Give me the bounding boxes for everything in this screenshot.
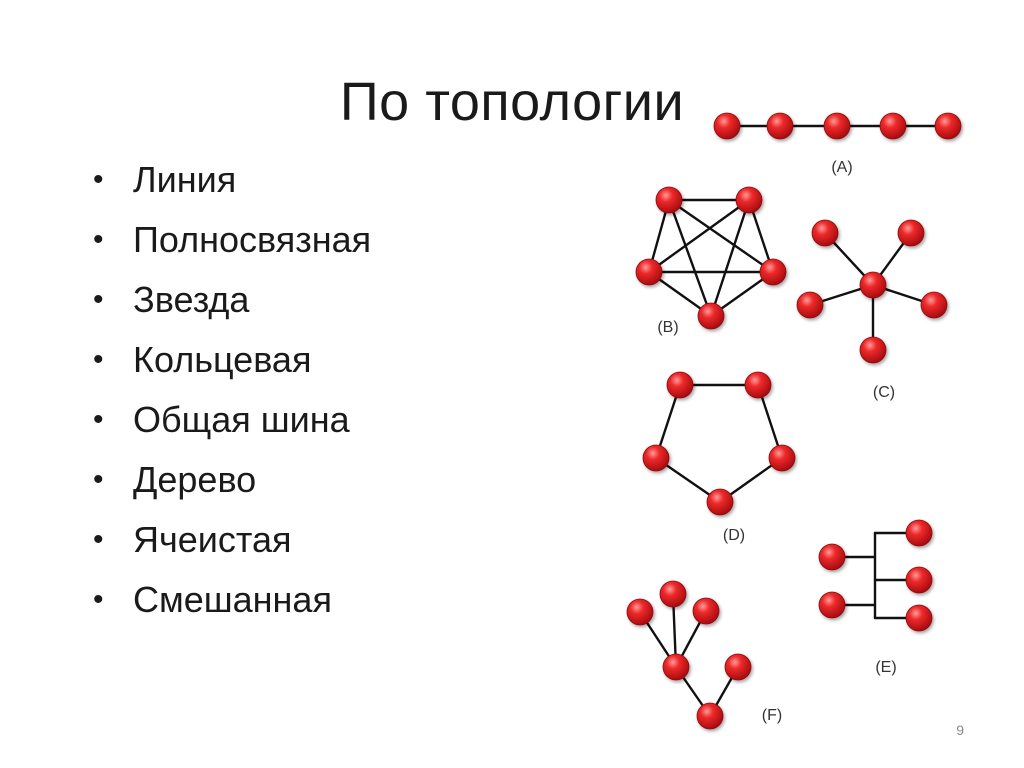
topology-diagram: (A) (B) (C) (D) (E) (F) bbox=[610, 100, 980, 745]
list-item-label: Кольцевая bbox=[133, 339, 312, 380]
ring-node bbox=[642, 444, 670, 472]
list-item-label: Ячеистая bbox=[133, 519, 292, 560]
full-mesh-link bbox=[667, 198, 775, 274]
list-item-label: Общая шина bbox=[133, 399, 350, 440]
bullet-icon: • bbox=[93, 283, 104, 316]
ring-node bbox=[706, 488, 734, 516]
bullet-icon: • bbox=[93, 343, 104, 376]
label-bus-topology: (E) bbox=[875, 659, 896, 676]
line-node bbox=[766, 112, 794, 140]
bullet-icon: • bbox=[93, 223, 104, 256]
list-item: • Полносвязная bbox=[93, 210, 371, 270]
star-node bbox=[897, 219, 925, 247]
tree-node bbox=[626, 598, 654, 626]
list-item: • Звезда bbox=[93, 270, 371, 330]
ring-node bbox=[768, 444, 796, 472]
tree-node bbox=[692, 597, 720, 625]
list-item-label: Звезда bbox=[133, 279, 250, 320]
bus-node bbox=[905, 519, 933, 547]
list-item-label: Смешанная bbox=[133, 579, 332, 620]
label-star-topology: (C) bbox=[873, 384, 895, 401]
list-item: • Линия bbox=[93, 150, 371, 210]
topology-nodes bbox=[626, 112, 962, 730]
bus-node bbox=[818, 591, 846, 619]
star-node bbox=[859, 336, 887, 364]
label-full-mesh-topology: (B) bbox=[657, 319, 678, 336]
full-mesh-node bbox=[697, 302, 725, 330]
tree-node bbox=[662, 653, 690, 681]
bus-node bbox=[905, 566, 933, 594]
bus-node bbox=[905, 604, 933, 632]
list-item-label: Полносвязная bbox=[133, 219, 372, 260]
list-item: • Смешанная bbox=[93, 570, 371, 630]
full-mesh-link bbox=[667, 198, 713, 318]
bus-node bbox=[818, 543, 846, 571]
label-line-topology: (A) bbox=[831, 159, 852, 176]
line-node bbox=[713, 112, 741, 140]
label-tree-topology: (F) bbox=[762, 707, 782, 724]
list-item: • Кольцевая bbox=[93, 330, 371, 390]
full-mesh-node bbox=[635, 258, 663, 286]
list-item: • Дерево bbox=[93, 450, 371, 510]
slide-title: По топологии bbox=[339, 72, 685, 133]
tree-node bbox=[659, 580, 687, 608]
topology-links bbox=[638, 124, 950, 718]
full-mesh-node bbox=[759, 258, 787, 286]
line-node bbox=[934, 112, 962, 140]
bullet-icon: • bbox=[93, 403, 104, 436]
bullet-icon: • bbox=[93, 583, 104, 616]
ring-node bbox=[744, 371, 772, 399]
bullet-icon: • bbox=[93, 163, 104, 196]
bullet-icon: • bbox=[93, 463, 104, 496]
full-mesh-node bbox=[655, 186, 683, 214]
tree-node bbox=[724, 653, 752, 681]
star-node bbox=[811, 219, 839, 247]
full-mesh-link bbox=[709, 198, 751, 318]
topology-list: •Линия •Полносвязная •Звезда •Кольцевая … bbox=[93, 150, 371, 630]
full-mesh-node bbox=[735, 186, 763, 214]
page-number: 9 bbox=[956, 722, 964, 738]
ring-node bbox=[666, 371, 694, 399]
label-ring-topology: (D) bbox=[723, 527, 745, 544]
line-node bbox=[823, 112, 851, 140]
list-item: • Ячеистая bbox=[93, 510, 371, 570]
star-node bbox=[859, 271, 887, 299]
list-item-label: Дерево bbox=[133, 459, 257, 500]
full-mesh-link bbox=[647, 198, 751, 274]
star-node bbox=[920, 291, 948, 319]
star-node bbox=[796, 291, 824, 319]
topology-diagram-svg: (A) (B) (C) (D) (E) (F) bbox=[626, 112, 962, 730]
line-node bbox=[879, 112, 907, 140]
list-item: • Общая шина bbox=[93, 390, 371, 450]
bullet-icon: • bbox=[93, 523, 104, 556]
list-item-label: Линия bbox=[133, 159, 237, 200]
tree-node bbox=[696, 702, 724, 730]
